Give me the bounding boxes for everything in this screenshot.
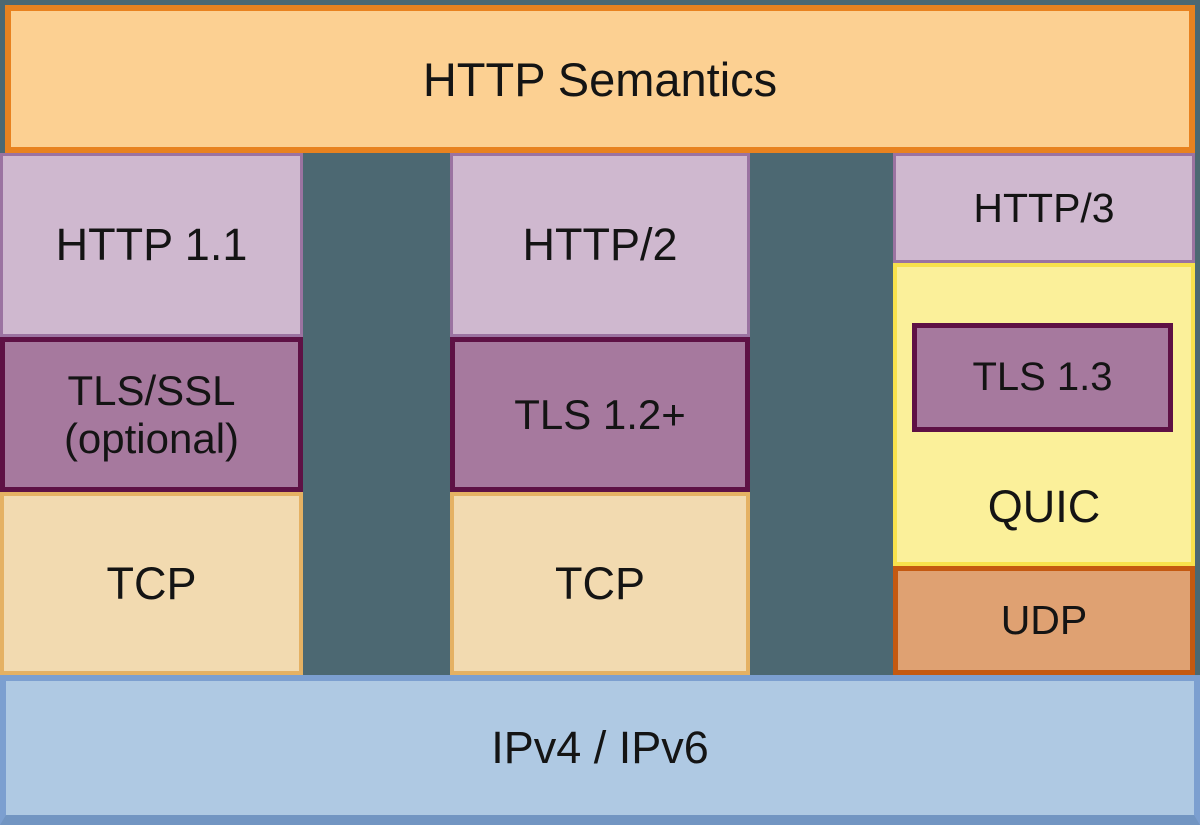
tls-ssl-optional-note: (optional)	[63, 414, 240, 462]
http-semantics-layer: HTTP Semantics	[5, 5, 1195, 153]
tls12-layer: TLS 1.2+	[450, 337, 750, 492]
http11-app-layer: HTTP 1.1	[0, 153, 303, 337]
http3-app-layer: HTTP/3	[893, 153, 1195, 263]
tls13-layer: TLS 1.3	[912, 323, 1173, 432]
http2-app-layer: HTTP/2	[450, 153, 750, 337]
tcp-layer-http2: TCP	[450, 492, 750, 675]
tcp-layer-http11: TCP	[0, 492, 303, 675]
tls-ssl-label: TLS/SSL	[67, 367, 236, 415]
ip-network-layer: IPv4 / IPv6	[0, 675, 1200, 825]
udp-layer: UDP	[893, 566, 1195, 675]
tls-ssl-optional-layer: TLS/SSL (optional)	[0, 337, 303, 492]
quic-label: QUIC	[987, 481, 1101, 532]
